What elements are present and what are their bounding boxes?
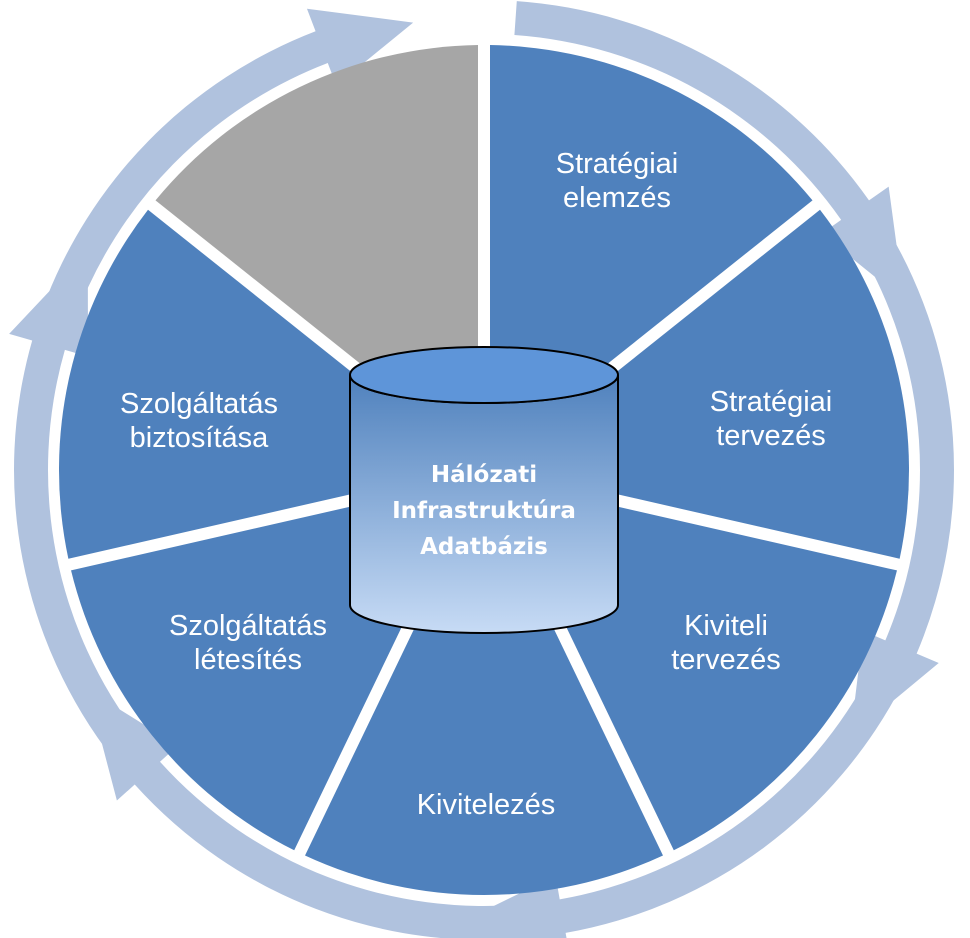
database-label-line: Adatbázis — [420, 534, 548, 560]
segment-label-line: tervezés — [716, 420, 826, 452]
cycle-arrow-1 — [514, 1, 905, 301]
segment-label-line: Kivitelezés — [417, 789, 556, 821]
database-label-line: Infrastruktúra — [392, 498, 576, 524]
segment-label-line: tervezés — [671, 644, 781, 676]
cycle-arrow-6 — [42, 8, 414, 321]
cycle-arrow-2 — [850, 227, 955, 737]
cycle-arrows — [9, 1, 955, 938]
segment-label-line: Szolgáltatás — [169, 610, 327, 642]
segment-label-line: Stratégiai — [556, 148, 679, 180]
database-label-line: Hálózati — [431, 462, 537, 488]
segment-implementation — [305, 483, 663, 896]
database-top — [349, 346, 619, 404]
segment-label-line: Stratégiai — [710, 386, 833, 418]
segment-label-line: biztosítása — [130, 422, 269, 454]
segment-label-line: elemzés — [563, 182, 671, 214]
cycle-arrow-4 — [87, 689, 534, 938]
segment-label-line: létesítés — [194, 644, 302, 676]
segment-label-line: Szolgáltatás — [120, 388, 278, 420]
segment-label-line: Kiviteli — [684, 610, 768, 642]
cycle-arrow-5 — [9, 250, 141, 760]
segment-label-implementation: Kivitelezés — [417, 789, 556, 821]
